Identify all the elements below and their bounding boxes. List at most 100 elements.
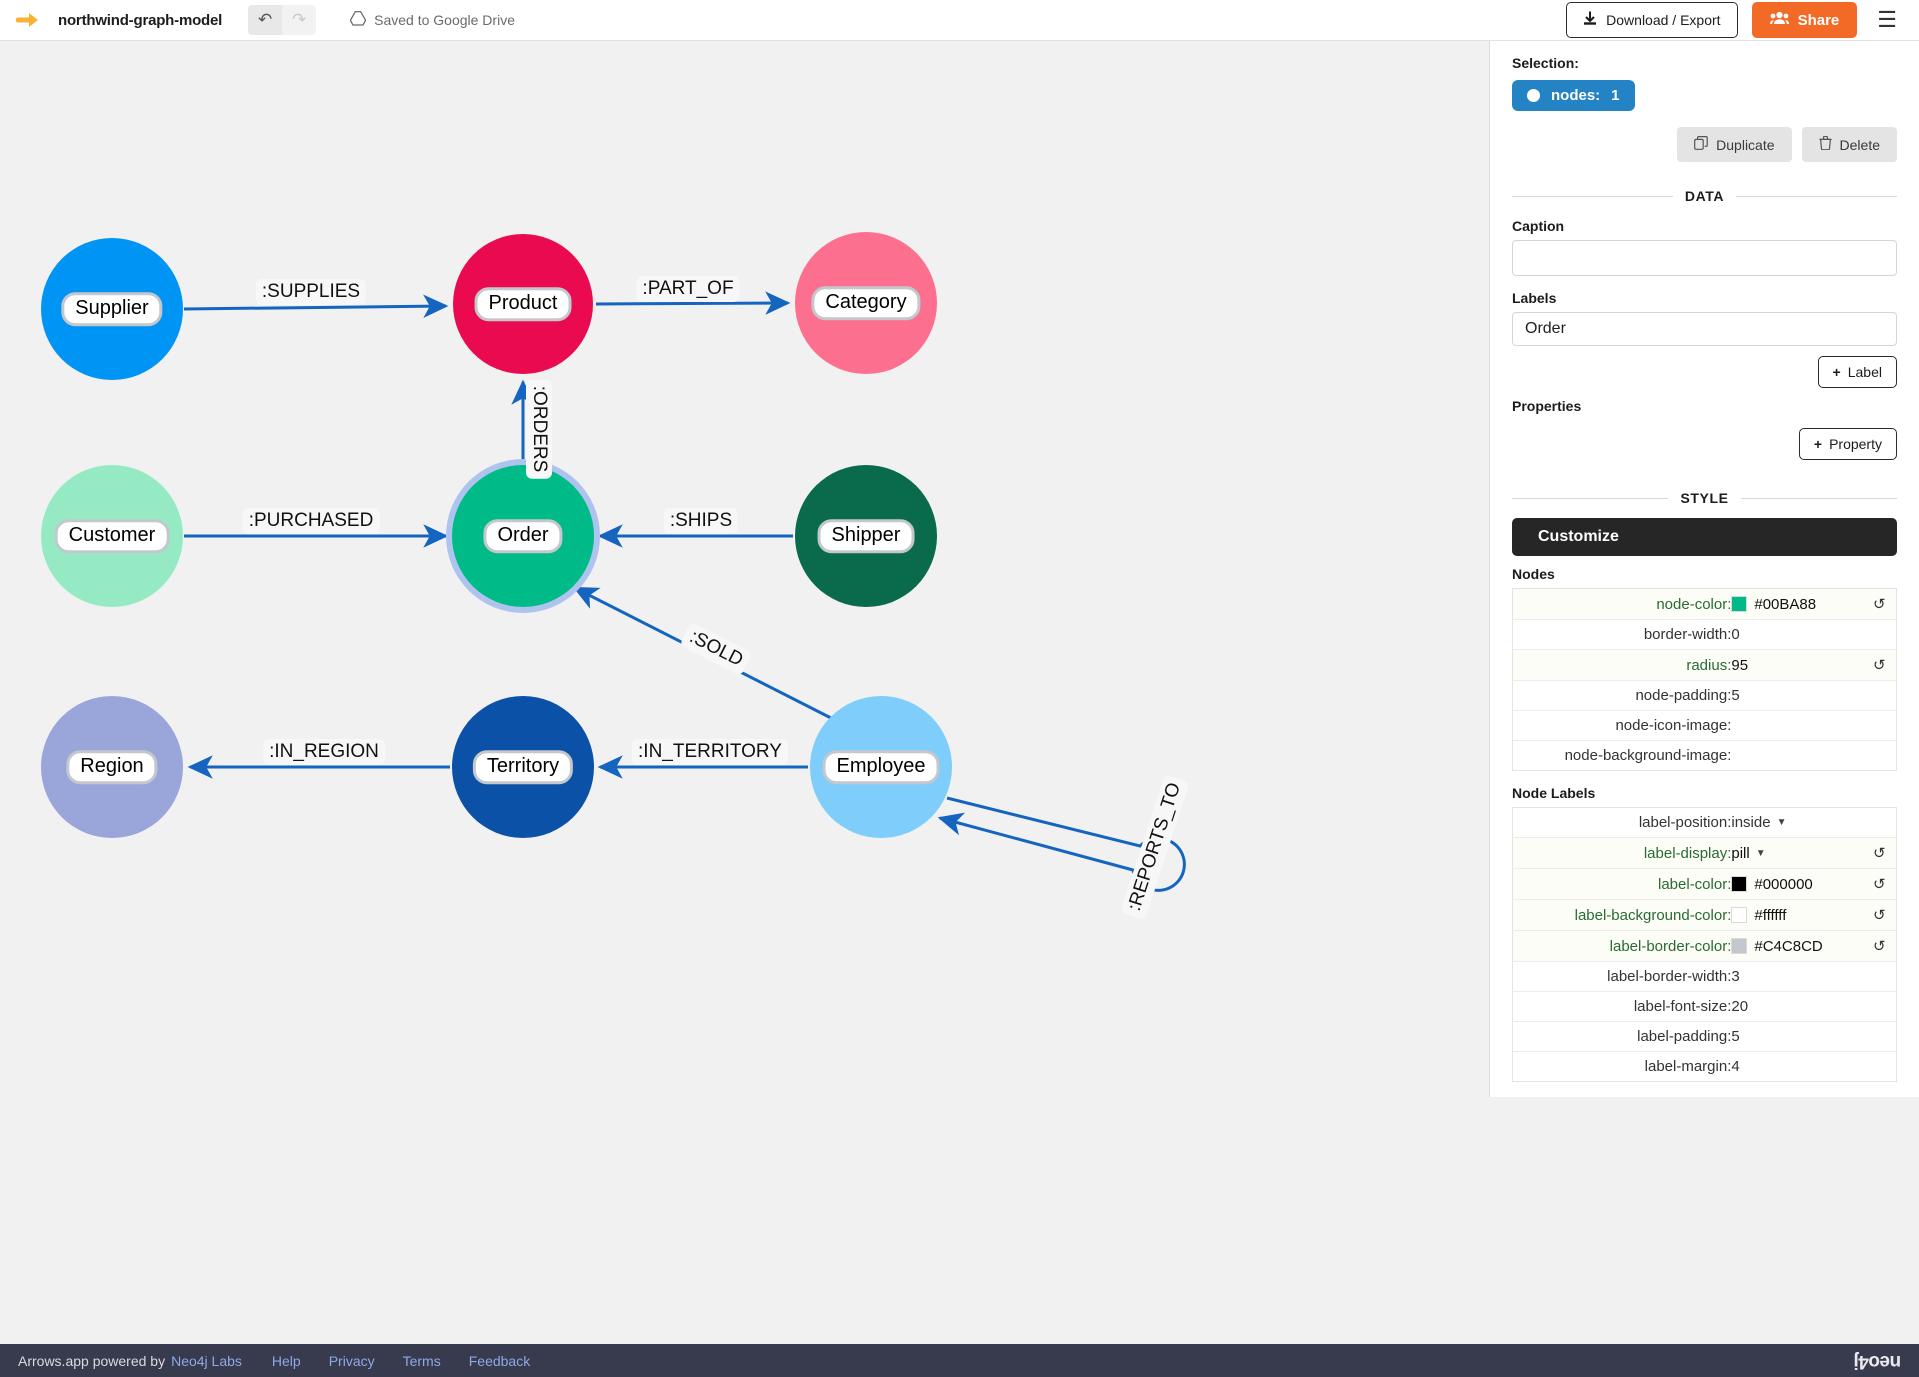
style-key: label-margin:: [1644, 1058, 1732, 1075]
style-key: radius:: [1686, 656, 1732, 674]
footer-link-feedback[interactable]: Feedback: [468, 1352, 531, 1369]
style-value[interactable]: inside▼: [1731, 814, 1787, 831]
color-swatch[interactable]: [1731, 937, 1748, 954]
reset-icon[interactable]: ↺: [1872, 907, 1886, 924]
node-label-region: Region: [66, 750, 158, 784]
share-label: Share: [1797, 11, 1840, 29]
node-style-row[interactable]: node-color:#00BA88 ↺: [1512, 588, 1897, 620]
reset-icon[interactable]: ↺: [1872, 876, 1886, 893]
node-label-supplier: Supplier: [61, 292, 163, 326]
node-label-customer: Customer: [54, 519, 170, 553]
download-export-button[interactable]: Download / Export: [1566, 2, 1738, 38]
reset-icon-placeholder: [1863, 1052, 1897, 1082]
document-title[interactable]: northwind-graph-model: [58, 11, 223, 29]
neo4j-logo: neo4j: [1853, 1350, 1901, 1372]
style-value[interactable]: [1731, 711, 1862, 741]
selection-badge[interactable]: nodes: 1: [1512, 80, 1635, 111]
redo-icon[interactable]: ↷: [282, 5, 317, 35]
reset-icon[interactable]: ↺: [1872, 938, 1886, 955]
chevron-down-icon[interactable]: ▼: [1776, 817, 1787, 828]
trash-icon: [1818, 135, 1832, 153]
style-section-header: STYLE: [1512, 490, 1897, 506]
node-label-style-row[interactable]: label-padding:5: [1512, 1022, 1897, 1052]
style-value[interactable]: 95: [1731, 656, 1749, 674]
top-toolbar: northwind-graph-model ↶ ↷ Saved to Googl…: [0, 0, 1919, 41]
hamburger-menu-icon[interactable]: ☰: [1877, 7, 1897, 32]
rel-label-orders[interactable]: :ORDERS: [526, 379, 552, 479]
duplicate-label: Duplicate: [1716, 136, 1775, 153]
style-value[interactable]: #C4C8CD: [1731, 931, 1862, 962]
rel-label-in_region[interactable]: :IN_REGION: [263, 739, 385, 765]
node-label-style-row[interactable]: label-font-size:20: [1512, 992, 1897, 1022]
style-value[interactable]: #ffffff: [1731, 900, 1862, 931]
reset-icon-placeholder: [1863, 808, 1897, 838]
data-section-header: DATA: [1512, 188, 1897, 204]
reset-icon-placeholder: [1863, 992, 1897, 1022]
node-label-style-row[interactable]: label-background-color:#ffffff↺: [1512, 899, 1897, 931]
style-value[interactable]: 4: [1731, 1058, 1740, 1075]
node-label-style-row[interactable]: label-position:inside▼: [1512, 808, 1897, 838]
style-value[interactable]: 20: [1731, 998, 1749, 1015]
node-style-row[interactable]: radius:95 ↺: [1512, 649, 1897, 681]
node-label-style-row[interactable]: label-display:pill▼↺: [1512, 837, 1897, 869]
color-swatch[interactable]: [1731, 875, 1748, 892]
google-drive-icon: [349, 10, 367, 29]
rel-label-ships[interactable]: :SHIPS: [663, 508, 739, 534]
footer-link-help[interactable]: Help: [271, 1352, 301, 1369]
undo-icon[interactable]: ↶: [248, 5, 283, 35]
style-value[interactable]: pill▼: [1731, 844, 1766, 862]
node-label-style-row[interactable]: label-border-color:#C4C8CD↺: [1512, 930, 1897, 962]
style-key: node-padding:: [1635, 687, 1732, 704]
reset-icon-placeholder: [1863, 711, 1897, 741]
add-label-row: + Label: [1512, 356, 1897, 388]
reset-icon[interactable]: ↺: [1872, 657, 1886, 674]
color-swatch[interactable]: [1731, 595, 1748, 612]
node-label-product: Product: [474, 287, 572, 321]
duplicate-button[interactable]: Duplicate: [1677, 127, 1792, 162]
reset-icon-placeholder: [1863, 1022, 1897, 1052]
node-label-territory: Territory: [472, 750, 574, 784]
add-property-row: + Property: [1512, 428, 1897, 460]
rel-label-purchased[interactable]: :PURCHASED: [242, 508, 380, 534]
rel-label-in_territory[interactable]: :IN_TERRITORY: [632, 739, 788, 765]
node-style-row[interactable]: border-width:0: [1512, 620, 1897, 650]
delete-button[interactable]: Delete: [1801, 127, 1897, 162]
footer-neo4j-labs-link[interactable]: Neo4j Labs: [171, 1352, 242, 1369]
footer-link-terms[interactable]: Terms: [402, 1352, 441, 1369]
add-label-label: Label: [1847, 364, 1882, 380]
node-labels-group-label: Node Labels: [1512, 785, 1596, 801]
node-label-style-row[interactable]: label-border-width:3: [1512, 962, 1897, 992]
node-label-style-row[interactable]: label-margin:4: [1513, 1052, 1897, 1082]
node-style-row[interactable]: node-background-image:: [1513, 741, 1897, 771]
node-label-employee: Employee: [822, 750, 940, 784]
arrows-logo-icon[interactable]: [14, 5, 44, 35]
reset-icon[interactable]: ↺: [1872, 596, 1886, 613]
style-value[interactable]: [1731, 741, 1862, 771]
add-label-button[interactable]: + Label: [1817, 356, 1897, 388]
node-style-row[interactable]: node-icon-image:: [1512, 711, 1897, 741]
add-property-button[interactable]: + Property: [1798, 428, 1897, 460]
footer-link-privacy[interactable]: Privacy: [328, 1352, 375, 1369]
style-value[interactable]: 3: [1731, 968, 1740, 985]
style-value[interactable]: #00BA88: [1731, 589, 1862, 620]
style-value[interactable]: 0: [1731, 626, 1740, 643]
style-value[interactable]: 5: [1731, 1028, 1740, 1045]
style-key: node-color:: [1656, 595, 1732, 613]
style-value[interactable]: #000000: [1731, 869, 1862, 900]
node-style-row[interactable]: node-padding:5: [1512, 681, 1897, 711]
share-button[interactable]: Share: [1751, 2, 1858, 38]
rel-label-part_of[interactable]: :PART_OF: [636, 276, 740, 302]
labels-input[interactable]: [1512, 312, 1897, 346]
rel-label-supplies[interactable]: :SUPPLIES: [255, 279, 367, 305]
style-value[interactable]: 5: [1731, 687, 1740, 704]
color-swatch[interactable]: [1731, 906, 1748, 923]
chevron-down-icon[interactable]: ▼: [1755, 847, 1766, 859]
caption-input[interactable]: [1512, 240, 1897, 276]
reset-icon[interactable]: ↺: [1872, 845, 1886, 862]
node-label-style-row[interactable]: label-color:#000000↺: [1512, 868, 1897, 900]
customize-button[interactable]: Customize: [1512, 518, 1897, 556]
node-label-shipper: Shipper: [817, 519, 915, 553]
